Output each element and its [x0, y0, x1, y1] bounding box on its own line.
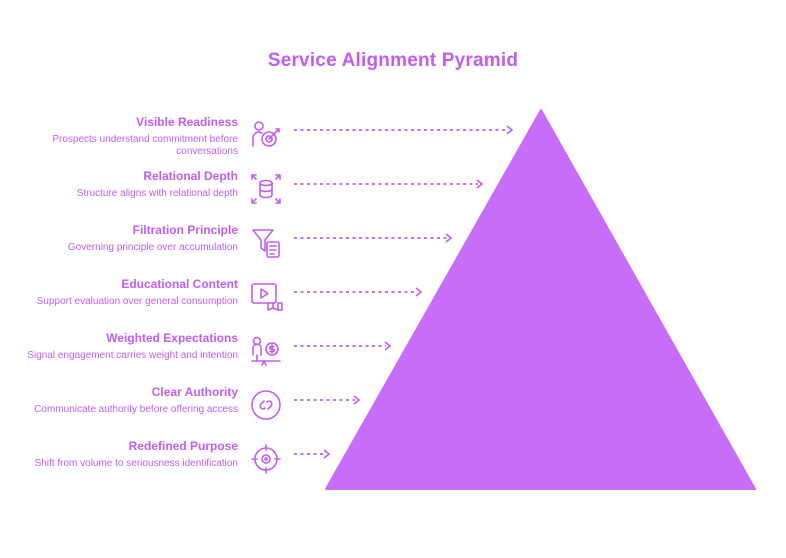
user-target-icon: [252, 121, 280, 147]
connector-arrow: [294, 287, 423, 297]
connector-arrow: [294, 341, 392, 351]
level-filtration-principle: Filtration Principle Governing principle…: [0, 223, 786, 277]
link-circle-icon: [251, 390, 281, 420]
level-label: Visible Readiness: [136, 115, 238, 129]
level-description: Communicate authority before offering ac…: [34, 404, 238, 415]
level-redefined-purpose: Redefined Purpose Shift from volume to s…: [0, 439, 786, 493]
level-visible-readiness: Visible Readiness Prospects understand c…: [0, 115, 786, 169]
level-label: Clear Authority: [151, 385, 238, 399]
level-clear-authority: Clear Authority Communicate authority be…: [0, 385, 786, 439]
database-expand-icon: [251, 174, 281, 204]
level-educational-content: Educational Content Support evaluation o…: [0, 277, 786, 331]
level-description: Support evaluation over general consumpt…: [36, 296, 238, 307]
level-label: Filtration Principle: [132, 223, 238, 237]
connector-arrow: [294, 233, 453, 243]
level-relational-depth: Relational Depth Structure aligns with r…: [0, 169, 786, 223]
level-weighted-expectations: Weighted Expectations Signal engagement …: [0, 331, 786, 385]
connector-arrow: [294, 395, 361, 405]
level-description: Signal engagement carries weight and int…: [27, 350, 238, 361]
connector-arrow: [294, 179, 484, 189]
video-book-icon: [251, 283, 283, 311]
connector-arrow: [294, 449, 331, 459]
level-label: Educational Content: [121, 277, 238, 291]
user-coin-icon: [251, 336, 281, 366]
level-label: Weighted Expectations: [106, 331, 238, 345]
level-label: Relational Depth: [143, 169, 238, 183]
level-description: Shift from volume to seriousness identif…: [34, 458, 238, 469]
level-description: Prospects understand commitment before c…: [52, 134, 238, 157]
filter-document-icon: [252, 229, 280, 258]
level-description: Governing principle over accumulation: [67, 242, 238, 253]
diagram-title: Service Alignment Pyramid: [267, 50, 519, 71]
target-crosshair-icon: [251, 444, 281, 474]
level-description: Structure aligns with relational depth: [76, 188, 238, 199]
level-label: Redefined Purpose: [128, 439, 238, 453]
connector-arrow: [294, 125, 514, 135]
